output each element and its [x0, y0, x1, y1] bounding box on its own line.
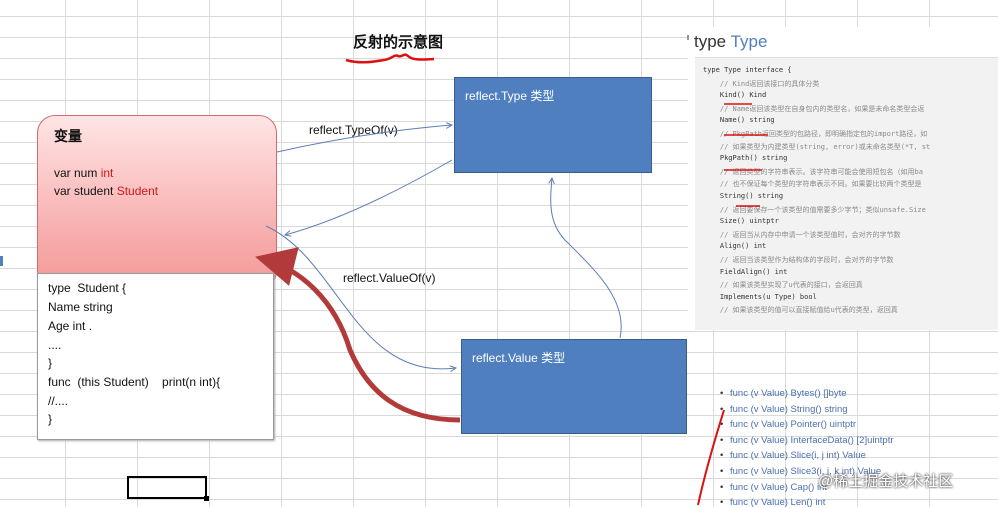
- valueof-edge-label: reflect.ValueOf(v): [343, 271, 436, 285]
- struct-line: Age int .: [48, 319, 93, 333]
- value-method-item[interactable]: func (v Value) Len() int: [720, 497, 825, 508]
- value-to-type-arrow: [551, 178, 622, 339]
- diagram-title: 反射的示意图: [353, 34, 444, 51]
- code-comment-line: // 如果该类型实现了u代表的接口，会返回真: [703, 281, 863, 290]
- struct-definition-box: type Student { Name string Age int . ...…: [37, 273, 274, 440]
- code-line: Size() uintptr: [703, 217, 779, 226]
- code-line: Name() string: [703, 116, 775, 125]
- code-line: PkgPath() string: [703, 154, 788, 163]
- var-student-type: Student: [116, 184, 159, 198]
- code-comment-line: // 如果该类型的值可以直接赋值给u代表的类型，返回真: [703, 306, 898, 315]
- var-num-line: var num int: [54, 166, 113, 180]
- var-student-decl: var student: [54, 184, 117, 198]
- code-line: String() string: [703, 192, 784, 200]
- value-method-item[interactable]: func (v Value) Cap() int: [720, 482, 827, 493]
- reflect-value-box: reflect.Value 类型: [461, 339, 687, 434]
- value-method-item[interactable]: func (v Value) InterfaceData() [2]uintpt…: [720, 435, 893, 446]
- value-method-item[interactable]: func (v Value) String() string: [720, 404, 848, 415]
- type-doc-heading-keyword: type: [694, 32, 727, 51]
- variable-box-title: 变量: [54, 128, 82, 144]
- code-comment-line: // 返回类型的字符串表示。该字符串可能会使用短包名（如用ba: [703, 167, 923, 176]
- struct-line: type Student {: [48, 281, 127, 295]
- type-doc-heading: type Type: [694, 32, 767, 52]
- method-list-red-mark: [697, 409, 725, 506]
- code-comment-line: // Kind返回该接口的具体分类: [703, 79, 820, 88]
- type-doc-heading-name: Type: [730, 32, 768, 51]
- code-comment-line: // 返回当从内存中申请一个该类型值时，会对齐的字节数: [703, 230, 901, 239]
- struct-line: func (this Student) print(n int){: [48, 375, 221, 389]
- struct-line: Name string: [48, 300, 113, 314]
- code-line: Kind() Kind: [703, 91, 767, 100]
- selected-cell[interactable]: [127, 476, 209, 501]
- reflect-value-label: reflect.Value 类型: [472, 351, 566, 365]
- title-underline: [345, 53, 435, 64]
- code-comment-line: // PkgPath返回类型的包路径，即明确指定包的import路径，如: [703, 130, 928, 138]
- code-line: FieldAlign() int: [703, 267, 788, 276]
- struct-line: }: [48, 412, 53, 426]
- typeof-arrow: [276, 125, 452, 153]
- row-selection-marker: [0, 256, 3, 266]
- struct-line: }: [48, 356, 53, 370]
- valueof-arrow: [265, 225, 456, 369]
- code-line: Align() int: [703, 242, 767, 251]
- code-comment-line: // 返回要保存一个该类型的值需要多少字节；类似unsafe.Size: [703, 205, 926, 214]
- code-comment-line: // Name返回该类型在自身包内的类型名，如果是未命名类型会返: [703, 104, 925, 113]
- code-comment-line: // 也不保证每个类型的字符串表示不同。如果要比较两个类型是: [703, 180, 922, 189]
- code-line: type Type interface {: [703, 66, 792, 74]
- struct-line: //....: [48, 394, 69, 408]
- code-comment-line: // 返回当该类型作为结构体的字段时，会对齐的字节数: [703, 256, 894, 264]
- value-method-item[interactable]: func (v Value) Pointer() uintptr: [720, 419, 856, 430]
- variable-box: 变量 var num int var student Student: [37, 115, 277, 289]
- var-num-type: int: [100, 166, 114, 180]
- type-to-variable-arrow: [285, 159, 453, 235]
- value-method-item[interactable]: func (v Value) Slice3(i, j, k int) Value: [720, 466, 881, 477]
- fill-handle[interactable]: [204, 496, 209, 501]
- code-line: Implements(u Type) bool: [703, 292, 817, 301]
- var-num-decl: var num: [54, 166, 101, 180]
- watermark: @稀土掘金技术社区: [818, 473, 954, 490]
- reflect-type-label: reflect.Type 类型: [465, 89, 555, 103]
- code-comment-line: // 如果类型为内建类型(string, error)或未命名类型(*T, st: [703, 142, 931, 151]
- var-student-line: var student Student: [54, 184, 158, 198]
- reflect-type-box: reflect.Type 类型: [454, 77, 652, 173]
- type-doc-code: type Type interface { // Kind返回该接口的具体分类 …: [695, 57, 998, 330]
- struct-line: ....: [48, 338, 62, 352]
- value-method-item[interactable]: func (v Value) Slice(i, j int) Value: [720, 450, 866, 461]
- value-to-variable-arrow: [255, 247, 461, 423]
- value-method-item[interactable]: func (v Value) Bytes() []byte: [720, 388, 846, 399]
